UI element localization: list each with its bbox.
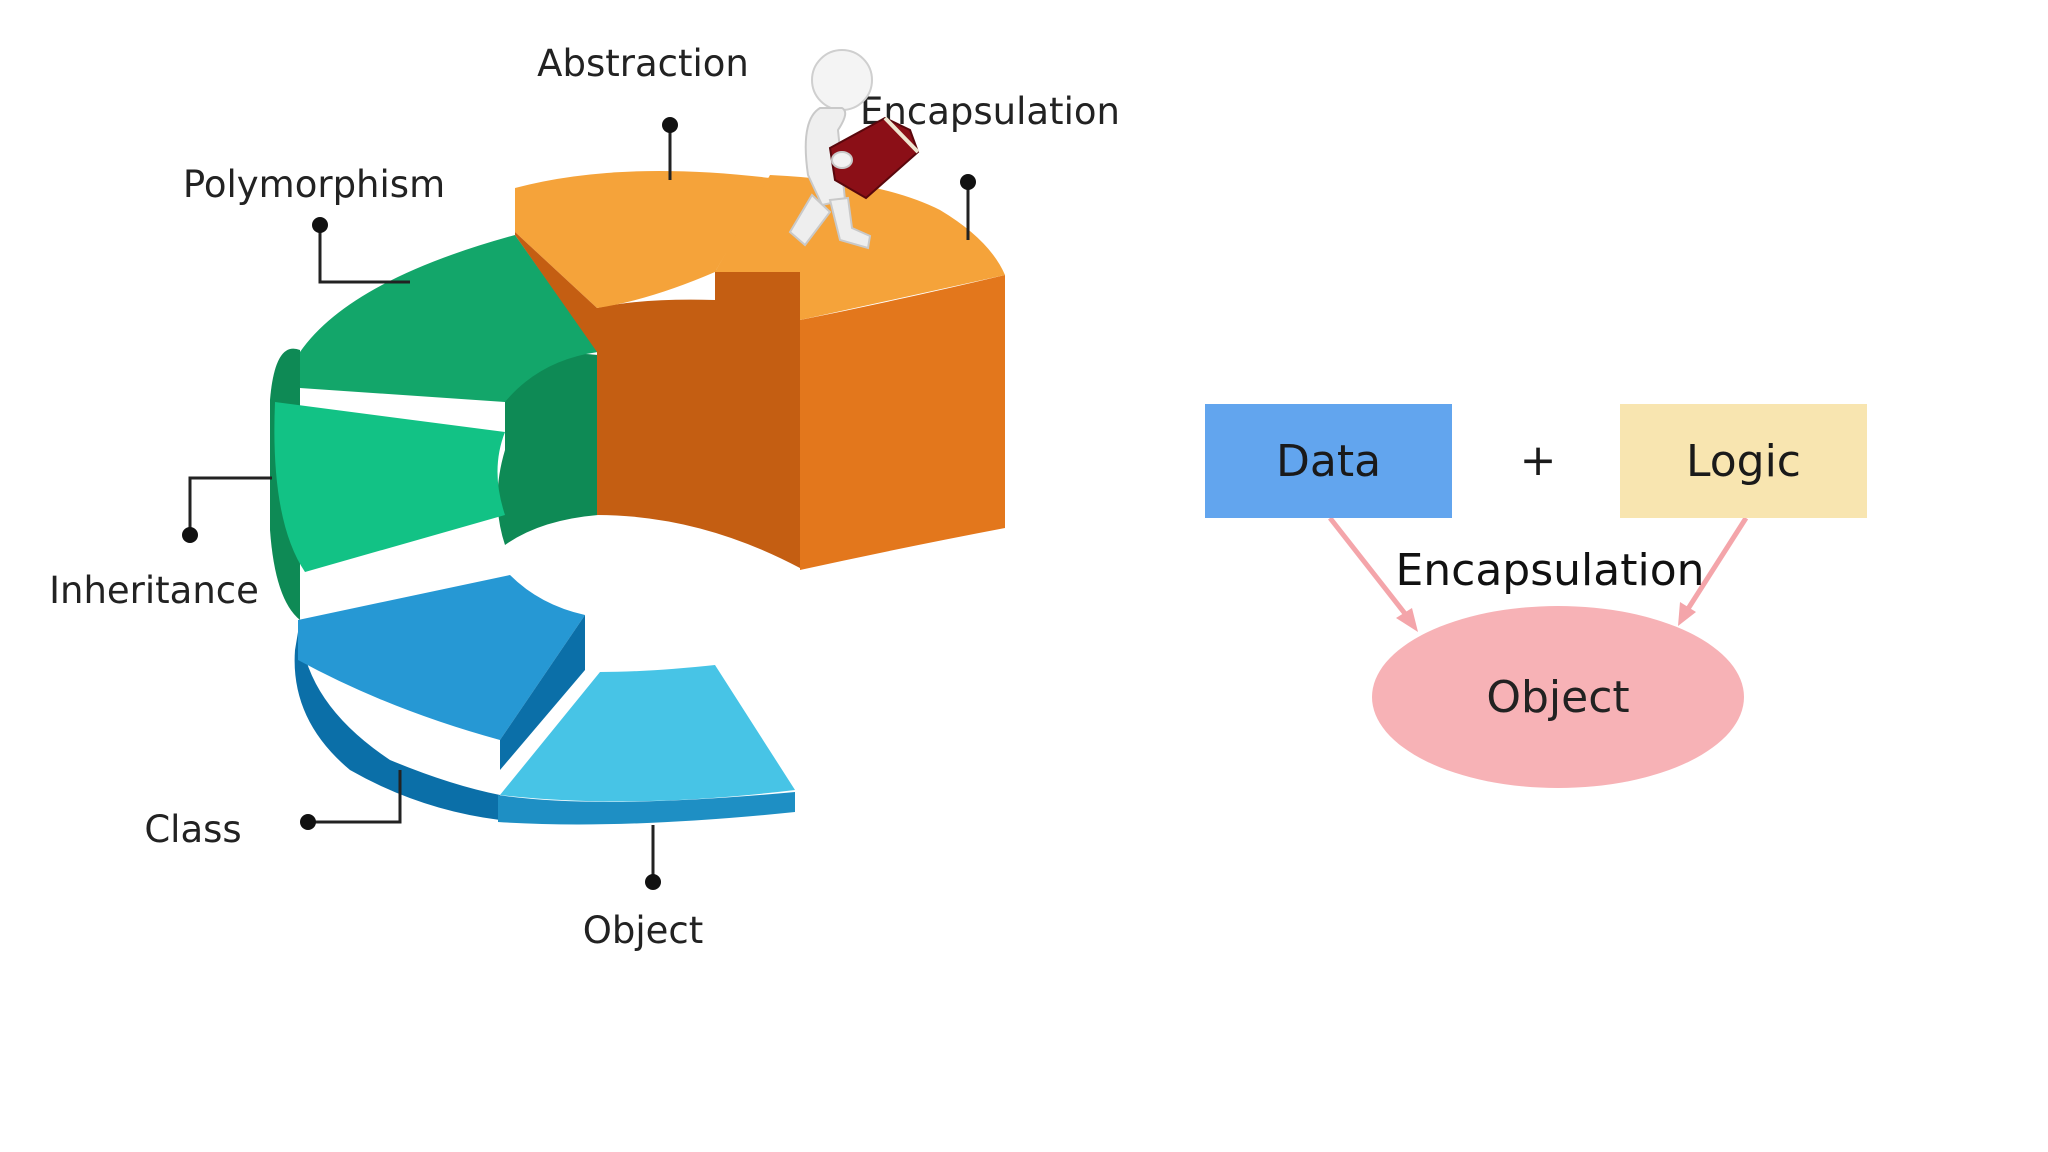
green-inner-wall: [497, 353, 598, 545]
class-leader: [308, 770, 402, 824]
polymorphism-leader: [318, 225, 410, 284]
encapsulation-segment-front: [800, 275, 1005, 570]
abstraction-segment-side: [515, 188, 597, 352]
figure-hand: [831, 151, 853, 169]
inheritance-dot: [182, 527, 198, 543]
logic-label: Logic: [1685, 435, 1801, 487]
class-dot: [300, 814, 316, 830]
figure-head: [811, 49, 873, 111]
data-label: Data: [1275, 435, 1382, 487]
leader-dots: [182, 117, 976, 890]
polymorphism-segment: [300, 235, 598, 402]
inheritance-leader: [188, 476, 272, 535]
class-segment: [298, 575, 585, 740]
arrow-logic-head: [1678, 602, 1696, 626]
object-segment-side: [498, 792, 795, 825]
book-page-edge: [883, 116, 920, 154]
abstraction-segment-top: [515, 170, 770, 308]
ring-chart: Abstraction Encapsulation Polymorphism I…: [49, 42, 1120, 952]
plus-sign: +: [1519, 434, 1557, 486]
arrow-logic-to-object: [1683, 516, 1749, 614]
label-class: Class: [144, 808, 241, 851]
label-object: Object: [583, 909, 704, 952]
object-segment: [500, 665, 795, 802]
data-box: Data: [1205, 404, 1452, 518]
object-dot: [645, 874, 661, 890]
label-inheritance: Inheritance: [49, 569, 259, 612]
person-reading-book-icon: [788, 49, 920, 250]
figure-leg-left: [788, 193, 832, 247]
encapsulation-segment-top: [715, 175, 1005, 320]
class-segment-facet: [500, 615, 585, 770]
encapsulation-arrows: [1328, 516, 1749, 632]
encapsulation-arrow-label: Encapsulation: [1395, 544, 1705, 596]
abstraction-segment-front: [597, 270, 800, 568]
label-abstraction: Abstraction: [537, 42, 749, 85]
leader-lines: [188, 125, 970, 882]
object-label: Object: [1486, 671, 1630, 723]
label-polymorphism: Polymorphism: [183, 163, 445, 206]
encapsulation-dot: [960, 174, 976, 190]
arrow-data-head: [1396, 608, 1418, 632]
class-segment-side: [294, 620, 500, 820]
polymorphism-dot: [312, 217, 328, 233]
abstraction-dot: [662, 117, 678, 133]
arrow-data-to-object: [1328, 516, 1412, 622]
logic-box: Logic: [1620, 404, 1867, 518]
object-ellipse: Object: [1372, 606, 1744, 788]
figure-leg-right: [828, 196, 872, 250]
inheritance-segment: [274, 402, 505, 572]
